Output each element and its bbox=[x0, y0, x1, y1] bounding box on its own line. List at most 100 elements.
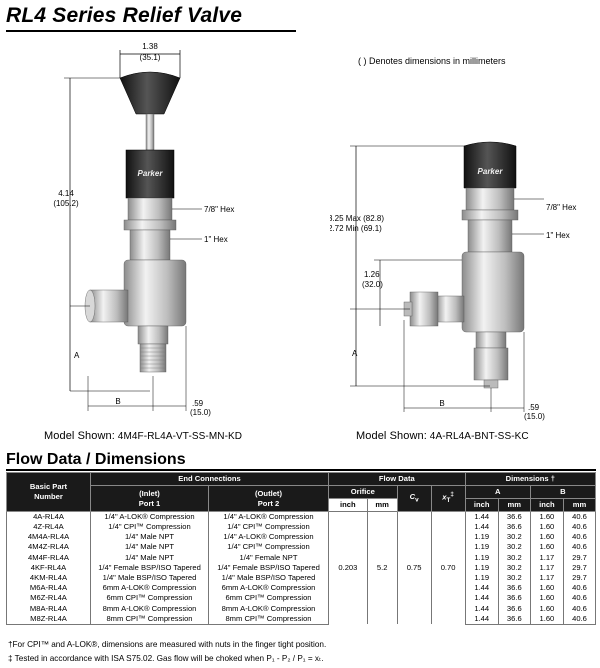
th-orifice-inch: inch bbox=[328, 498, 368, 512]
cell-port2: 1/4" CPI™ Compression bbox=[208, 522, 329, 533]
right-dim-59-mm: (15.0) bbox=[524, 412, 545, 421]
right-dim-b: B bbox=[439, 399, 444, 408]
dim-min-label: 2.72 Min (69.1) bbox=[330, 224, 382, 233]
cell-a-mm: 36.6 bbox=[497, 603, 531, 614]
page-title: RL4 Series Relief Valve bbox=[6, 4, 243, 27]
cell-a-mm: 30.2 bbox=[497, 542, 531, 553]
cell-b-mm: 29.7 bbox=[563, 552, 596, 563]
cell-cv: 0.75 bbox=[396, 511, 432, 625]
dim-height-mm-label: (105.2) bbox=[53, 199, 79, 208]
th-dimensions: Dimensions † bbox=[464, 472, 597, 486]
cell-port2: 6mm A-LOK® Compression bbox=[208, 583, 329, 594]
th-port2: (Outlet) Port 2 bbox=[208, 485, 329, 512]
cell-b-mm: 40.6 bbox=[563, 613, 596, 625]
left-hex-78-label: 7/8" Hex bbox=[204, 205, 234, 214]
cell-port1: 1/4" Female BSP/ISO Tapered bbox=[90, 562, 209, 573]
dim-width-mm-label: (35.1) bbox=[140, 53, 161, 62]
cell-part-number: M6A-RL4A bbox=[6, 583, 91, 594]
th-b-mm: mm bbox=[563, 498, 596, 512]
cell-port1: 8mm A-LOK® Compression bbox=[90, 603, 209, 614]
cell-b-inch: 1.60 bbox=[529, 613, 565, 625]
cell-b-inch: 1.60 bbox=[529, 532, 565, 543]
cell-b-mm: 40.6 bbox=[563, 603, 596, 614]
right-valve-drawing: 3.25 Max (82.8) 2.72 Min (69.1) 1.26 (32… bbox=[330, 141, 576, 421]
cell-a-mm: 30.2 bbox=[497, 572, 531, 584]
cell-b-mm: 40.6 bbox=[563, 522, 596, 533]
section-title: Flow Data / Dimensions bbox=[6, 451, 186, 468]
parker-logo: Parker bbox=[138, 169, 164, 178]
cell-a-inch: 1.44 bbox=[464, 603, 499, 614]
parker-logo-right: Parker bbox=[478, 167, 504, 176]
dim-width-label: 1.38 bbox=[142, 42, 158, 51]
cell-a-mm: 36.6 bbox=[497, 522, 531, 533]
right-caption-label: Model Shown: bbox=[356, 430, 427, 442]
cell-b-mm: 40.6 bbox=[563, 542, 596, 553]
cell-a-mm: 36.6 bbox=[497, 613, 531, 625]
th-basic-part: Basic Part Number bbox=[6, 472, 91, 512]
cell-part-number: 4KM-RL4A bbox=[6, 572, 91, 584]
right-dim-59: .59 bbox=[528, 403, 540, 412]
cell-a-mm: 30.2 bbox=[497, 532, 531, 543]
th-orifice: Orifice bbox=[328, 485, 398, 499]
cell-b-inch: 1.60 bbox=[529, 542, 565, 553]
left-hex-1-label: 1" Hex bbox=[204, 235, 228, 244]
cell-port2: 1/4" Male BSP/ISO Tapered bbox=[208, 572, 329, 584]
cell-port2: 6mm CPI™ Compression bbox=[208, 593, 329, 604]
left-valve-drawing: 1.38 (35.1) 4.14 (105.2) Parker bbox=[53, 42, 234, 417]
cell-part-number: M8A-RL4A bbox=[6, 603, 91, 614]
left-caption-label: Model Shown: bbox=[44, 430, 115, 442]
right-caption-value: 4A-RL4A-BNT-SS-KC bbox=[429, 431, 529, 442]
cell-a-mm: 36.6 bbox=[497, 593, 531, 604]
cell-b-inch: 1.60 bbox=[529, 603, 565, 614]
cell-b-inch: 1.17 bbox=[529, 562, 565, 573]
cell-b-inch: 1.60 bbox=[529, 583, 565, 594]
left-valve-figure: 1.38 (35.1) 4.14 (105.2) Parker bbox=[40, 36, 280, 426]
cell-b-inch: 1.60 bbox=[529, 522, 565, 533]
cell-part-number: 4KF-RL4A bbox=[6, 562, 91, 573]
cell-part-number: 4A-RL4A bbox=[6, 511, 91, 522]
cell-a-mm: 36.6 bbox=[497, 583, 531, 594]
dim-126-mm-label: (32.0) bbox=[362, 280, 383, 289]
cell-b-inch: 1.17 bbox=[529, 552, 565, 563]
cell-a-inch: 1.19 bbox=[464, 572, 499, 584]
cell-a-inch: 1.19 bbox=[464, 542, 499, 553]
th-a: A bbox=[464, 485, 531, 499]
cell-port2: 1/4" Female NPT bbox=[208, 552, 329, 563]
cell-part-number: 4M4Z-RL4A bbox=[6, 542, 91, 553]
left-dim-59-mm: (15.0) bbox=[190, 408, 211, 417]
cell-port1: 1/4" Male NPT bbox=[90, 552, 209, 563]
cell-a-inch: 1.44 bbox=[464, 511, 499, 522]
right-hex-1-label: 1" Hex bbox=[546, 231, 570, 240]
right-dim-a: A bbox=[352, 349, 358, 358]
cell-b-inch: 1.60 bbox=[529, 593, 565, 604]
th-a-inch: inch bbox=[464, 498, 499, 512]
cell-part-number: 4Z-RL4A bbox=[6, 522, 91, 533]
cell-b-mm: 29.7 bbox=[563, 572, 596, 584]
cell-port1: 6mm A-LOK® Compression bbox=[90, 583, 209, 594]
th-orifice-mm: mm bbox=[366, 498, 398, 512]
th-port1: (Inlet) Port 1 bbox=[90, 485, 209, 512]
left-model-caption: Model Shown: 4M4F-RL4A-VT-SS-MN-KD bbox=[44, 430, 242, 442]
th-xt: xT‡ bbox=[430, 485, 466, 512]
footnote-1: †For CPI™ and A-LOK®, dimensions are mea… bbox=[8, 640, 327, 649]
cell-a-mm: 30.2 bbox=[497, 552, 531, 563]
cell-part-number: M6Z-RL4A bbox=[6, 593, 91, 604]
cell-b-mm: 40.6 bbox=[563, 532, 596, 543]
left-dim-b: B bbox=[115, 397, 120, 406]
dim-max-label: 3.25 Max (82.8) bbox=[330, 214, 384, 223]
left-dim-a: A bbox=[74, 351, 80, 360]
cell-port1: 8mm CPI™ Compression bbox=[90, 613, 209, 625]
cell-port2: 1/4" A-LOK® Compression bbox=[208, 532, 329, 543]
th-end-connections: End Connections bbox=[90, 472, 329, 486]
cell-part-number: 4M4A-RL4A bbox=[6, 532, 91, 543]
cell-port1: 1/4" Male NPT bbox=[90, 542, 209, 553]
right-hex-78-label: 7/8" Hex bbox=[546, 203, 576, 212]
